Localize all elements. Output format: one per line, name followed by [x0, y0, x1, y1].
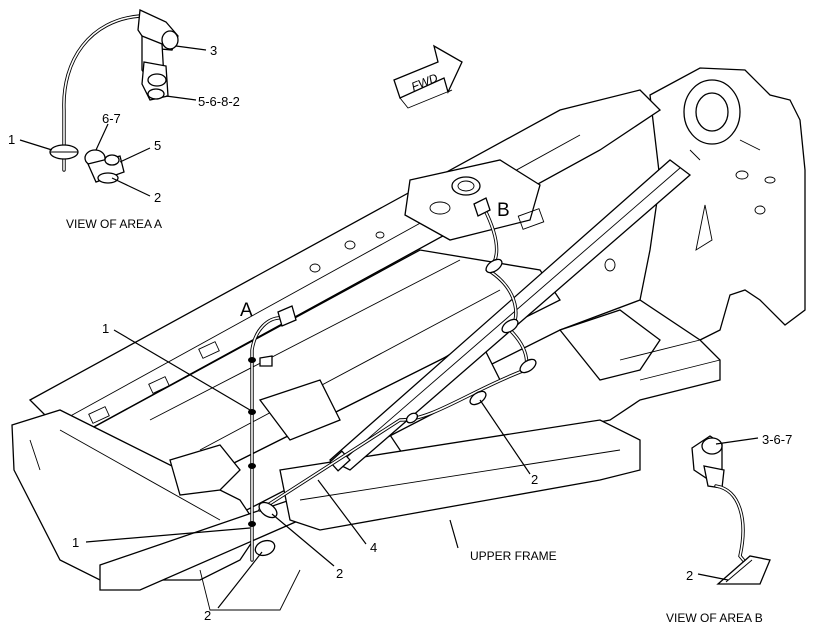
upper-frame-drawing	[11, 67, 806, 611]
area-letter-a: A	[240, 300, 253, 321]
fwd-arrow-icon: FWD	[393, 44, 463, 109]
callout-a-6-7: 6-7	[102, 111, 121, 126]
detail-area-b	[691, 435, 771, 585]
leader-lines	[19, 45, 759, 609]
callout-a-2: 2	[154, 190, 161, 205]
callout-main-2-bottom: 2	[204, 608, 211, 623]
callout-a-3: 3	[210, 43, 217, 58]
callout-a-1: 1	[8, 132, 15, 147]
callout-a-5-6-8-2: 5-6-8-2	[198, 94, 240, 109]
clip-icon	[248, 409, 256, 415]
caption-view-area-b: VIEW OF AREA B	[666, 611, 763, 625]
caption-view-area-a: VIEW OF AREA A	[66, 217, 162, 231]
callout-main-2-mid: 2	[336, 566, 343, 581]
callout-main-2-right: 2	[531, 472, 538, 487]
caption-upper-frame: UPPER FRAME	[470, 549, 557, 563]
callout-main-4: 4	[370, 540, 377, 555]
detail-area-a	[49, 9, 179, 184]
area-letter-b: B	[497, 200, 510, 221]
callout-main-1-upper: 1	[102, 321, 109, 336]
callout-b-3-6-7: 3-6-7	[762, 432, 792, 447]
harness-main	[248, 197, 537, 562]
callout-a-5: 5	[154, 138, 161, 153]
callout-b-2: 2	[686, 568, 693, 583]
callout-main-1-lower: 1	[72, 535, 79, 550]
